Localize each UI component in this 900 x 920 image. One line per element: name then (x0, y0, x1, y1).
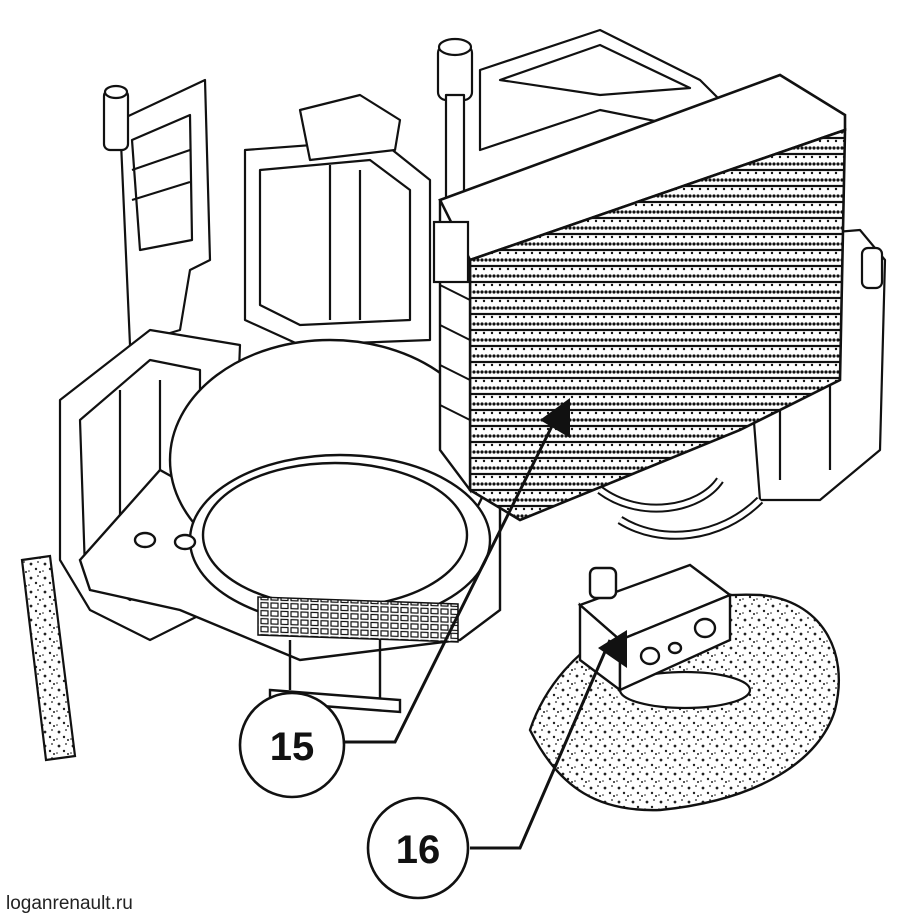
callout-15-label: 15 (270, 725, 315, 769)
expansion-valve (577, 563, 733, 693)
callout-15: 15 (238, 691, 346, 799)
blower-ring (78, 338, 502, 714)
arrow-15-icon (540, 398, 570, 438)
arrow-16-icon (598, 630, 627, 668)
callout-16: 16 (366, 796, 470, 900)
leader-line-15 (345, 398, 570, 744)
watermark-text: loganrenault.ru (6, 893, 133, 914)
foam-gasket-strip (20, 554, 77, 762)
leader-line-16 (470, 630, 627, 850)
callout-16-label: 16 (396, 828, 441, 872)
